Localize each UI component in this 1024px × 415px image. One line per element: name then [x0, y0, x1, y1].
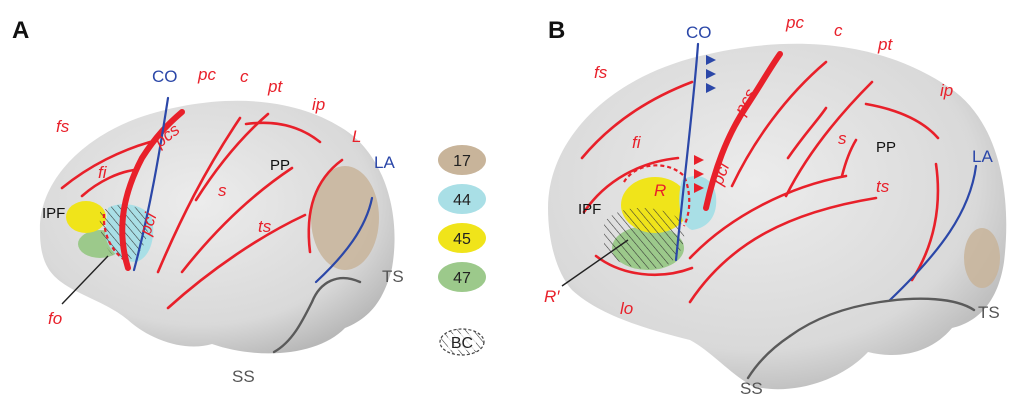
label-s-b: s [838, 129, 847, 148]
sulcus-pt-b [784, 80, 874, 198]
sulcus-c-a [156, 116, 242, 274]
label-co-a: CO [152, 67, 178, 86]
legend-label-17: 17 [453, 153, 471, 170]
central-line-co-a [132, 96, 170, 272]
legend-swatch-44 [438, 184, 486, 214]
arrowhead-co-5 [694, 169, 704, 179]
label-s-a: s [218, 181, 227, 200]
panel-a-letter: A [12, 17, 29, 44]
label-ip-a: ip [312, 95, 325, 114]
label-pp-b: PP [876, 139, 896, 156]
label-la-b: LA [972, 147, 993, 166]
sulcus-s-a [180, 166, 294, 274]
label-pc-b: pc [785, 13, 804, 32]
line-la-b [888, 164, 978, 302]
arrowhead-co-3 [706, 83, 716, 93]
area-44-b [679, 175, 717, 230]
sulcus-ts-b [688, 196, 878, 304]
label-rprime-b: R′ [544, 287, 560, 306]
legend-swatch-17 [438, 145, 486, 175]
sulcus-c-b [730, 60, 828, 188]
sulcus-ip-b [864, 102, 940, 140]
legend-label-47: 47 [453, 270, 471, 287]
pointer-fo-a [61, 255, 109, 305]
central-line-co-b [674, 42, 700, 262]
panel-b: B CO pc c [544, 13, 1007, 398]
label-ts-suture-b: TS [978, 303, 1000, 322]
area-17-a [311, 166, 379, 270]
label-ip-b: ip [940, 81, 953, 100]
label-fo-a: fo [48, 309, 62, 328]
label-la-a: LA [374, 153, 395, 172]
line-la-a [314, 196, 374, 284]
legend-swatch-47 [438, 262, 486, 292]
sulcus-la-red-b [910, 162, 940, 282]
legend-swatch-45 [438, 223, 486, 253]
legend-label-44: 44 [453, 192, 471, 209]
pointer-rprime-b [561, 239, 629, 287]
panel-b-letter: B [548, 17, 565, 44]
legend-label-45: 45 [453, 231, 471, 248]
label-ts-a: ts [258, 217, 272, 236]
legend-label-bc: BC [451, 335, 473, 352]
label-co-b: CO [686, 23, 712, 42]
label-c-b: c [834, 21, 843, 40]
suture-ss-b [746, 334, 792, 380]
label-ipf-a: IPF [42, 205, 65, 222]
label-fi-a: fi [98, 163, 108, 182]
label-r-b: R [654, 181, 666, 200]
suture-ts-b [788, 297, 976, 338]
sulcus-pci-a [119, 109, 185, 271]
arrowhead-co-4 [694, 155, 704, 165]
brain-b-silhouette [548, 43, 1007, 390]
arrowhead-co-2 [706, 69, 716, 79]
label-pc-a: pc [197, 65, 216, 84]
label-lo-b: lo [620, 299, 633, 318]
broca-cap-hatch-b [604, 207, 685, 269]
sulcus-ts-a [166, 213, 307, 310]
sulcus-fi-a [80, 168, 136, 198]
suture-ts-a [272, 276, 362, 354]
label-ss-b: SS [740, 379, 763, 398]
sulcus-fs-a [60, 140, 152, 190]
sulcus-s2-b [688, 174, 848, 260]
sulcus-pci-b [703, 51, 783, 211]
label-fi-b: fi [632, 133, 642, 152]
area-outline-b [623, 164, 691, 227]
arrowhead-co-1 [706, 55, 716, 65]
label-fs-a: fs [56, 117, 70, 136]
sulcus-s-b [786, 106, 828, 160]
label-ss-a: SS [232, 367, 255, 386]
label-ipf-b: IPF [578, 201, 601, 218]
sulcus-lo-b [594, 254, 694, 277]
label-ts-suture-a: TS [382, 267, 404, 286]
sulcus-fs-b [580, 80, 694, 160]
label-c-a: c [240, 67, 249, 86]
label-fs-b: fs [594, 63, 608, 82]
sulcus-l-a [307, 158, 344, 254]
panel-a: A CO pc c pt ip fs pcs L fi LA PP [12, 17, 404, 386]
label-pt-a: pt [267, 77, 283, 96]
arrowhead-co-6 [694, 183, 704, 193]
brain-a-silhouette [39, 100, 395, 354]
sulcus-ip-a [244, 121, 322, 144]
label-ts-b: ts [876, 177, 890, 196]
legend-bc-backdrop [448, 334, 476, 350]
sulcus-l-b [840, 138, 858, 178]
sulcus-fi-b [582, 156, 680, 214]
area-45-a [66, 201, 106, 233]
label-pp-a: PP [270, 157, 290, 174]
area-17-b [964, 228, 1000, 288]
legend: 17 44 45 47 BC [438, 145, 486, 356]
label-pt-b: pt [877, 35, 893, 54]
label-l-a: L [352, 127, 361, 146]
